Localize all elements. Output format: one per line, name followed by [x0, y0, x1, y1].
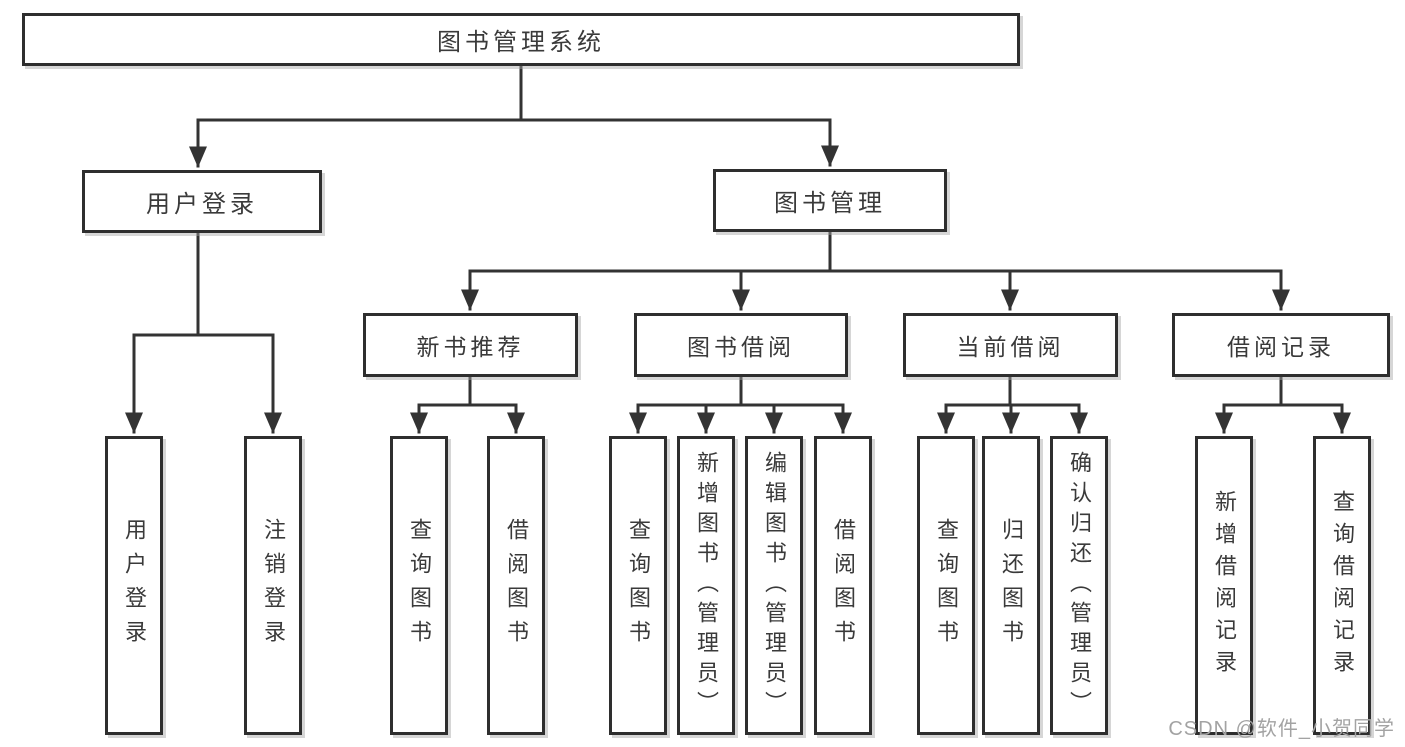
node-library-management-system: 图书管理系统	[22, 13, 1020, 66]
leaf-return-books: 归还图书	[982, 436, 1040, 735]
connector-book-management-branch	[461, 230, 1290, 311]
node-label: 当前借阅	[956, 334, 1065, 360]
node-user-login: 用户登录	[82, 170, 322, 233]
node-label: 注销登录	[261, 517, 286, 654]
leaf-logout: 注销登录	[244, 436, 302, 735]
node-label: 确认归还（管理员）	[1067, 450, 1092, 721]
node-label: 图书借阅	[687, 334, 795, 360]
csdn-watermark: CSDN @软件_小贺同学	[1168, 718, 1395, 740]
node-label: 新增图书（管理员）	[694, 450, 719, 721]
node-label: 新书推荐	[416, 334, 525, 360]
connector-current-borrow-branch	[937, 375, 1088, 434]
connector-book-borrow-branch	[629, 375, 852, 434]
node-label: 查询图书	[934, 517, 959, 654]
node-label: 用户登录	[146, 191, 258, 218]
leaf-edit-books-admin: 编辑图书（管理员）	[745, 436, 803, 735]
leaf-confirm-return-admin: 确认归还（管理员）	[1050, 436, 1108, 735]
node-label: 借阅记录	[1227, 334, 1335, 360]
node-label: 借阅图书	[831, 517, 856, 654]
node-label: 借阅图书	[504, 517, 529, 654]
leaf-user-login: 用户登录	[105, 436, 163, 735]
node-label: 用户登录	[122, 517, 147, 654]
node-label: 查询借阅记录	[1330, 489, 1355, 682]
node-label: 归还图书	[999, 517, 1024, 654]
node-label: 查询图书	[407, 517, 432, 654]
leaf-add-borrow-record: 新增借阅记录	[1195, 436, 1253, 735]
connector-new-book-branch	[410, 375, 525, 434]
leaf-add-books-admin: 新增图书（管理员）	[677, 436, 735, 735]
connector-root-branch	[189, 64, 839, 168]
node-label: 新增借阅记录	[1212, 489, 1237, 682]
leaf-query-borrow-record: 查询借阅记录	[1313, 436, 1371, 735]
leaf-borrow-books-recommend: 借阅图书	[487, 436, 545, 735]
leaf-borrow-books: 借阅图书	[814, 436, 872, 735]
connector-user-login-branch	[125, 231, 282, 434]
node-label: 编辑图书（管理员）	[762, 450, 787, 721]
node-label: 图书管理	[774, 190, 886, 217]
node-book-management: 图书管理	[713, 169, 947, 232]
leaf-query-books-current: 查询图书	[917, 436, 975, 735]
node-borrow-record: 借阅记录	[1172, 313, 1390, 377]
node-label: 图书管理系统	[437, 29, 605, 56]
leaf-query-books-borrow: 查询图书	[609, 436, 667, 735]
node-book-borrow: 图书借阅	[634, 313, 848, 377]
node-current-borrow: 当前借阅	[903, 313, 1118, 377]
leaf-query-books-recommend: 查询图书	[390, 436, 448, 735]
node-new-book-recommend: 新书推荐	[363, 313, 578, 377]
connector-borrow-record-branch	[1215, 375, 1351, 434]
node-label: 查询图书	[626, 517, 651, 654]
